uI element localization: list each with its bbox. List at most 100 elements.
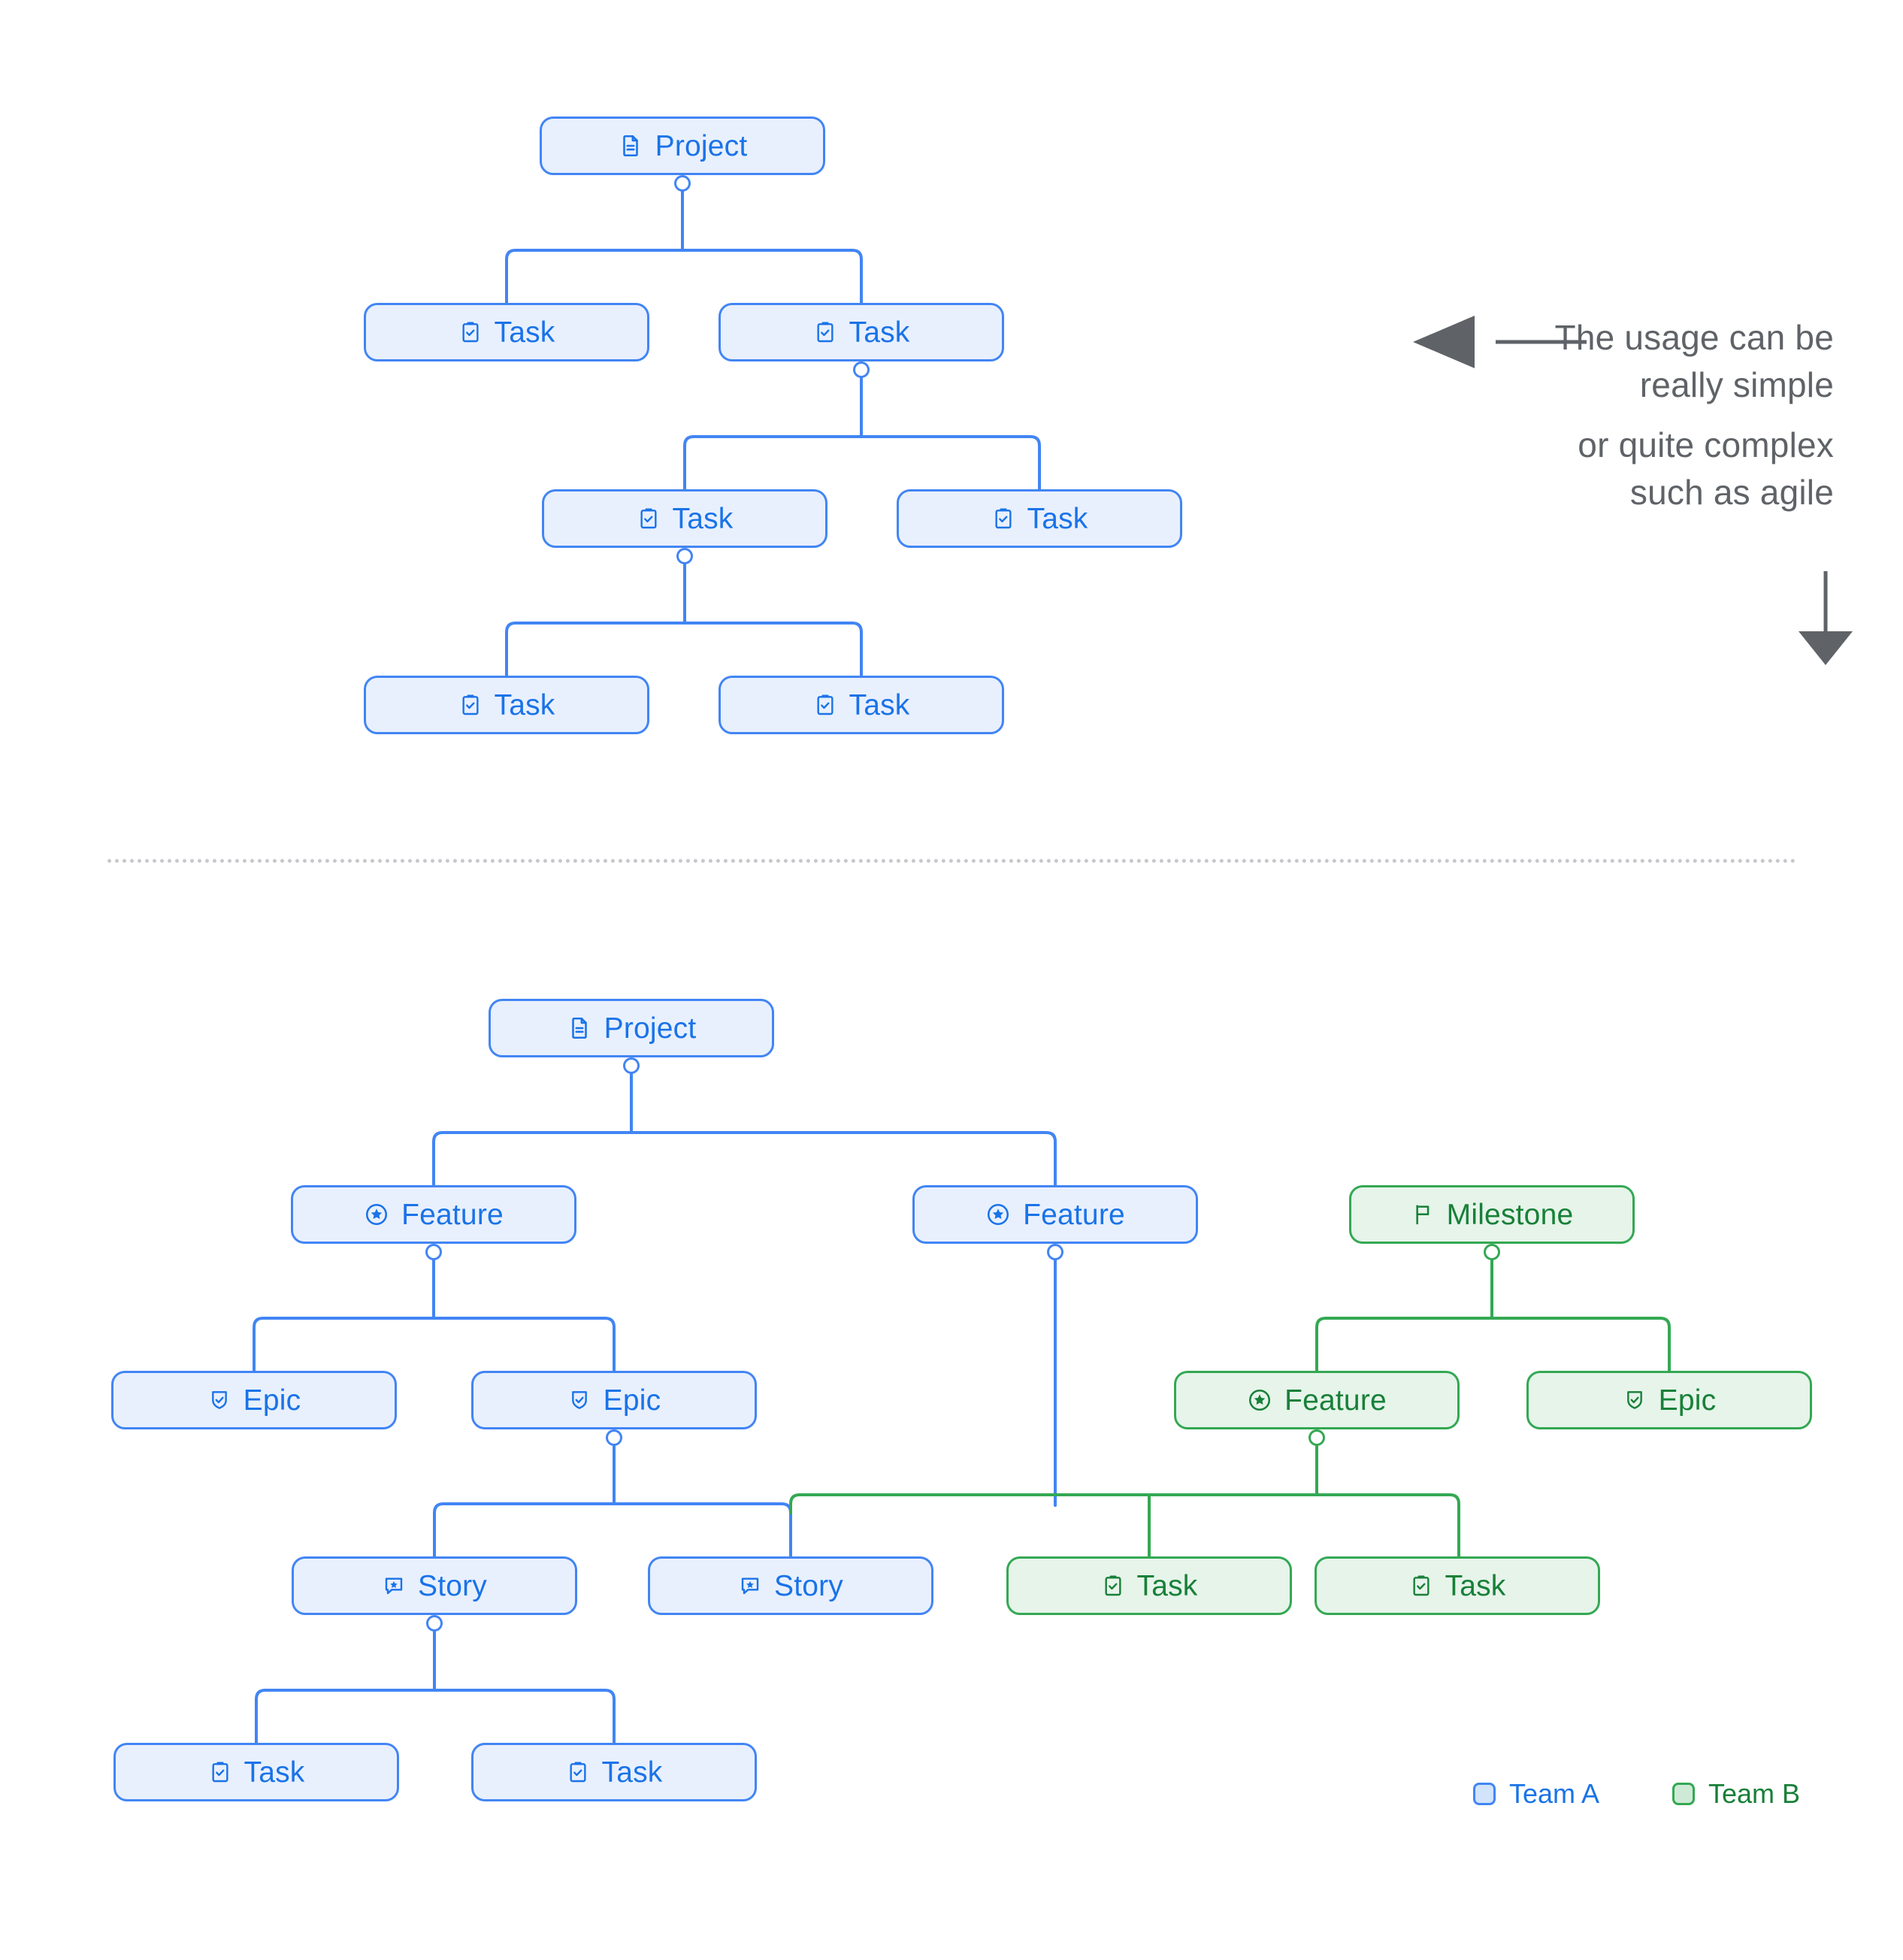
node-green-task-1[interactable]: Task: [1006, 1556, 1292, 1615]
link-bus-task5: [505, 622, 686, 677]
feature-star-icon: [985, 1202, 1011, 1227]
task-clipboard-icon: [1101, 1574, 1125, 1598]
annotation-line-1: The usage can be: [1554, 318, 1834, 357]
link-bus-feature1: [432, 1131, 633, 1187]
link-bus-btask1: [255, 1689, 436, 1744]
node-feature-3[interactable]: Feature: [1174, 1371, 1460, 1429]
node-label: Task: [849, 688, 910, 721]
node-feature-1[interactable]: Feature: [291, 1185, 576, 1244]
node-label: Task: [1027, 502, 1088, 535]
feature-star-icon: [364, 1202, 389, 1227]
section-divider: [107, 859, 1796, 863]
node-epic-3[interactable]: Epic: [1526, 1371, 1812, 1429]
node-label: Story: [417, 1569, 488, 1602]
annotation-line-2: really simple: [1639, 365, 1834, 405]
task-clipboard-icon: [566, 1760, 590, 1784]
node-task-1[interactable]: Task: [364, 303, 649, 361]
node-label: Project: [655, 129, 748, 162]
annotation-note: The usage can be really simple or quite …: [1451, 314, 1834, 517]
node-label: Task: [494, 316, 555, 349]
node-story-1[interactable]: Story: [292, 1556, 577, 1615]
link-bus-epic1: [253, 1317, 435, 1372]
link-bus-feature3: [1315, 1317, 1493, 1372]
link-bus-epic2: [432, 1317, 616, 1372]
port-task3: [676, 548, 693, 564]
node-label: Task: [1445, 1569, 1506, 1602]
port-epic2: [606, 1429, 622, 1446]
task-clipboard-icon: [1409, 1574, 1433, 1598]
document-icon: [567, 1015, 592, 1041]
legend-swatch-team-b: [1672, 1783, 1695, 1805]
port-milestone: [1484, 1244, 1500, 1260]
epic-shield-icon: [1623, 1388, 1647, 1412]
legend-label-team-a: Team A: [1509, 1778, 1600, 1809]
story-bubble-icon: [382, 1574, 406, 1598]
node-task-4[interactable]: Task: [897, 489, 1182, 548]
node-epic-1[interactable]: Epic: [111, 1371, 397, 1429]
link-bus-story1: [433, 1502, 616, 1558]
port-task2: [853, 361, 870, 378]
annotation-line-4: such as agile: [1629, 473, 1834, 513]
node-milestone[interactable]: Milestone: [1349, 1185, 1635, 1244]
node-project-2[interactable]: Project: [489, 999, 774, 1057]
annotation-spacer: [1451, 410, 1834, 422]
legend-team-a: Team A: [1473, 1778, 1599, 1810]
legend-label-team-b: Team B: [1708, 1778, 1801, 1809]
task-clipboard-icon: [991, 507, 1015, 531]
node-label: Epic: [603, 1384, 661, 1417]
node-label: Feature: [1023, 1198, 1125, 1231]
node-task-2[interactable]: Task: [719, 303, 1004, 361]
link-bus-feature2: [630, 1131, 1057, 1187]
node-project[interactable]: Project: [540, 116, 825, 175]
node-label: Task: [494, 688, 555, 721]
node-label: Feature: [1284, 1384, 1387, 1417]
annotation-line-3: or quite complex: [1578, 425, 1834, 464]
legend-swatch-team-a: [1473, 1783, 1496, 1805]
milestone-flag-icon: [1411, 1202, 1435, 1227]
port-story1: [426, 1615, 443, 1632]
port-feature3: [1309, 1429, 1325, 1446]
task-clipboard-icon: [637, 507, 661, 531]
node-epic-2[interactable]: Epic: [471, 1371, 757, 1429]
link-bus-task6: [683, 622, 863, 677]
link-bus-story2: [613, 1502, 792, 1558]
node-label: Feature: [401, 1198, 504, 1231]
node-label: Task: [1136, 1569, 1198, 1602]
node-label: Epic: [243, 1384, 301, 1417]
node-label: Story: [773, 1569, 844, 1602]
node-bottom-task-1[interactable]: Task: [113, 1743, 399, 1801]
node-bottom-task-2[interactable]: Task: [471, 1743, 757, 1801]
node-green-task-2[interactable]: Task: [1315, 1556, 1600, 1615]
node-task-5[interactable]: Task: [364, 676, 649, 734]
link-bus-task3: [683, 435, 863, 491]
story-bubble-icon: [738, 1574, 762, 1598]
link-bus-epic3: [1490, 1317, 1671, 1372]
link-green-bus: [789, 1493, 1460, 1558]
down-arrow-head: [1799, 631, 1853, 665]
port-feature1: [425, 1244, 442, 1260]
node-story-2[interactable]: Story: [648, 1556, 933, 1615]
legend-team-b: Team B: [1672, 1778, 1800, 1810]
link-bus-btask2: [433, 1689, 616, 1744]
node-label: Task: [601, 1756, 663, 1789]
node-label: Epic: [1658, 1384, 1717, 1417]
task-clipboard-icon: [813, 693, 837, 717]
port-project1: [674, 175, 691, 192]
task-clipboard-icon: [208, 1760, 232, 1784]
link-bus-task2: [681, 249, 863, 304]
port-project2: [623, 1057, 640, 1074]
node-label: Task: [672, 502, 734, 535]
node-feature-2[interactable]: Feature: [912, 1185, 1198, 1244]
node-task-3[interactable]: Task: [542, 489, 827, 548]
node-label: Milestone: [1446, 1198, 1574, 1231]
port-feature2: [1047, 1244, 1063, 1260]
link-bus-task1: [505, 249, 684, 304]
epic-shield-icon: [567, 1388, 591, 1412]
node-label: Task: [244, 1756, 305, 1789]
node-label: Task: [849, 316, 910, 349]
task-clipboard-icon: [458, 320, 483, 344]
node-task-6[interactable]: Task: [719, 676, 1004, 734]
task-clipboard-icon: [813, 320, 837, 344]
